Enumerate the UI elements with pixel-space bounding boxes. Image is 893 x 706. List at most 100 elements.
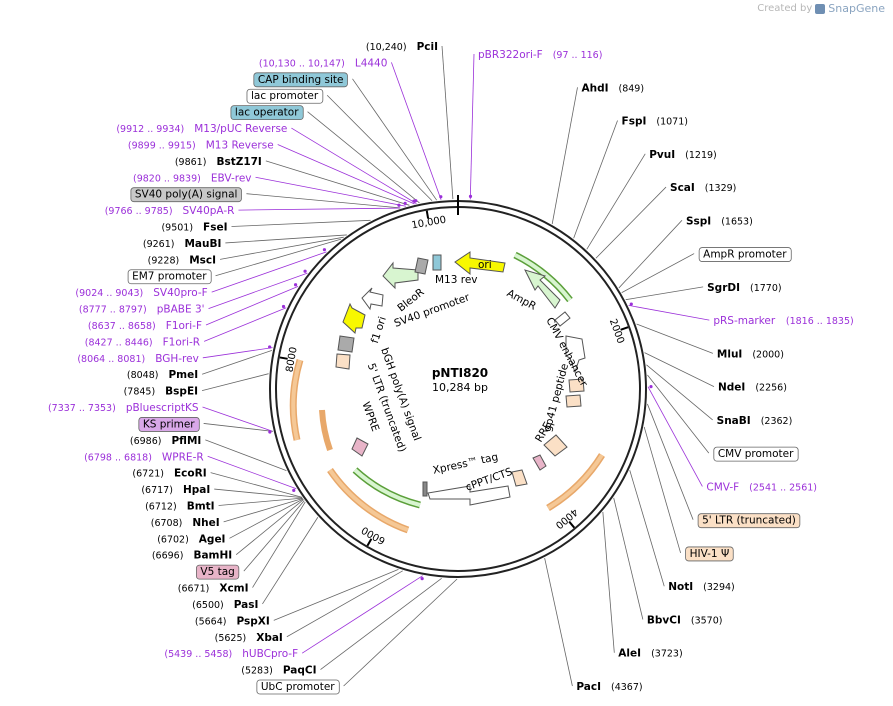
label-enzyme-59[interactable]: PacI(4367) [576,681,642,693]
label-enzyme-38[interactable]: PaqCI(5283) [241,665,316,677]
label-coord: (9899 .. 9915) [128,140,196,151]
credit-prefix: Created by [757,3,813,14]
cppt-marker [511,469,528,487]
label-primer-4[interactable]: M13/pUC Reverse(9912 .. 9934) [116,123,287,135]
label-primer-25[interactable]: WPRE-R(6798 .. 6818) [84,451,204,463]
label-enzyme-28[interactable]: BmtI(6712) [145,500,214,512]
label-coord: (10,130 .. 10,147) [259,58,345,69]
label-enzyme-35[interactable]: PspXI(5664) [195,615,270,627]
label-enzyme-58[interactable]: AleI(3723) [618,648,682,660]
label-enzyme-24[interactable]: PflMI(6986) [130,435,201,447]
label-primer-48[interactable]: pRS-marker(1816 .. 1835) [713,315,853,327]
label-primer-1[interactable]: L4440(10,130 .. 10,147) [259,57,388,69]
label-enzyme-47[interactable]: SgrDI(1770) [707,282,781,294]
label-enzyme-7[interactable]: BstZ17I(9861) [175,156,262,168]
label-primer-37[interactable]: hUBCpro-F(5439 .. 5458) [164,648,298,660]
label-primer-22[interactable]: pBluescriptKS(7337 .. 7353) [48,402,199,414]
label-feature-2[interactable]: CAP binding site [253,72,348,88]
label-feature-9[interactable]: SV40 poly(A) signal [130,187,242,203]
xpress-arrow [427,485,511,506]
label-enzyme-49[interactable]: MluI(2000) [717,348,784,360]
label-enzyme-21[interactable]: BspEI(7845) [124,386,198,398]
leader-41 [551,87,578,225]
leader-27 [214,488,303,499]
label-feature-39[interactable]: UbC promoter [256,679,340,695]
label-enzyme-33[interactable]: XcmI(6671) [178,583,249,595]
label-name: PciI [417,41,438,53]
wpre-marker [351,437,369,457]
label-coord: (9501) [161,223,193,234]
primer-mark-10 [397,203,401,207]
label-name: NheI [192,517,219,529]
label-coord: (9766 .. 9785) [105,206,173,217]
label-coord: (8427 .. 8446) [85,337,153,348]
leader-21 [201,373,269,392]
leader-9 [246,193,401,209]
label-primer-53[interactable]: CMV-F(2541 .. 2561) [706,481,817,493]
label-feature-52[interactable]: CMV promoter [713,446,799,462]
label-feature-23[interactable]: KS primer [138,417,200,432]
label-enzyme-0[interactable]: PciI(10,240) [366,41,438,53]
label-enzyme-34[interactable]: PasI(6500) [192,599,258,611]
leader-56 [629,470,665,587]
label-name: PmeI [168,369,198,381]
label-enzyme-27[interactable]: HpaI(6717) [141,484,210,496]
label-coord: (849) [619,83,645,94]
label-coord: (97 .. 116) [553,50,603,61]
label-enzyme-12[interactable]: MauBI(9261) [143,238,222,250]
plasmid-name: pNTI820 [432,366,488,380]
feature-arcs [289,251,605,534]
label-feature-14[interactable]: EM7 promoter [127,269,212,285]
label-name: AhdI [581,82,608,94]
label-feature-54[interactable]: 5' LTR (truncated) [697,513,801,529]
label-coord: (1071) [656,117,688,128]
label-feature-3[interactable]: lac promoter [246,88,324,104]
label-enzyme-42[interactable]: FspI (1071) [622,116,688,128]
feature-name: SV40 poly(A) signal [135,189,238,201]
label-enzyme-56[interactable]: NotI(3294) [668,581,735,593]
label-enzyme-20[interactable]: PmeI(8048) [127,369,198,381]
label-enzyme-57[interactable]: BbvCI(3570) [647,614,723,626]
label-name: FspI [622,116,647,128]
label-feature-55[interactable]: HIV-1 Ψ [685,546,734,562]
leader-7 [265,160,410,206]
credit-brand: SnapGene [828,2,885,15]
label-primer-10[interactable]: SV40pA-R(9766 .. 9785) [105,205,235,217]
label-name: F1ori-R [163,336,200,348]
arc-ubc-promoter [546,453,605,512]
label-enzyme-45[interactable]: SspI(1653) [686,215,753,227]
label-primer-16[interactable]: pBABE 3'(8777 .. 8797) [79,304,205,316]
label-primer-17[interactable]: F1ori-F(8637 .. 8658) [88,320,202,332]
label-feature-5[interactable]: lac operator [230,105,304,121]
sv40-promoter-arrow [361,287,384,311]
label-primer-8[interactable]: EBV-rev(9820 .. 9839) [133,172,252,184]
label-enzyme-51[interactable]: SnaBI(2362) [717,415,793,427]
label-name: PasI [234,599,259,611]
plasmid-center: pNTI820 10,284 bp [432,366,488,394]
label-enzyme-30[interactable]: AgeI(6702) [157,533,225,545]
label-enzyme-26[interactable]: EcoRI(6721) [132,468,206,480]
label-primer-40[interactable]: pBR322ori-F(97 .. 116) [478,49,602,61]
label-enzyme-29[interactable]: NheI(6708) [151,517,220,529]
label-primer-19[interactable]: BGH-rev(8064 .. 8081) [77,353,198,365]
label-enzyme-11[interactable]: FseI(9501) [161,222,227,234]
label-enzyme-44[interactable]: ScaI(1329) [670,182,736,194]
label-primer-6[interactable]: M13 Reverse (9899 .. 9915) [128,139,274,151]
label-coord: (8637 .. 8658) [88,321,156,332]
label-enzyme-50[interactable]: NdeI(2256) [718,382,787,394]
feature-name: CMV promoter [718,448,794,460]
label-name: M13 Reverse [206,139,274,151]
label-name: ScaI [670,182,695,194]
label-feature-32[interactable]: V5 tag [195,564,240,580]
label-enzyme-41[interactable]: AhdI (849) [581,82,644,94]
label-enzyme-13[interactable]: MscI(9228) [148,254,216,266]
label-name: BstZ17I [216,156,261,168]
label-enzyme-31[interactable]: BamHI(6696) [152,550,232,562]
label-primer-18[interactable]: F1ori-R (8427 .. 8446) [85,336,200,348]
label-enzyme-36[interactable]: XbaI(5625) [215,632,283,644]
leader-29 [223,498,303,523]
label-name: MauBI [184,238,221,250]
label-primer-15[interactable]: SV40pro-F(9024 .. 9043) [75,287,207,299]
label-enzyme-43[interactable]: PvuI(1219) [649,149,717,161]
label-feature-46[interactable]: AmpR promoter [698,247,792,262]
